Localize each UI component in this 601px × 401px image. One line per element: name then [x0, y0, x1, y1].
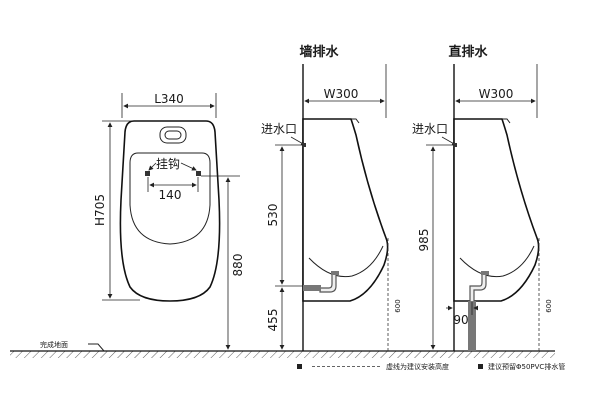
wall-drain-pipe	[303, 285, 321, 291]
floor-height-label: 985	[417, 229, 431, 252]
ground: 完成地面	[10, 340, 555, 358]
ground-label: 完成地面	[40, 340, 68, 349]
floor-offset-label: 90	[453, 313, 468, 327]
front-height-label: H705	[93, 194, 107, 226]
hook-right	[196, 171, 201, 176]
floor-inlet-label: 进水口	[412, 122, 448, 136]
front-view: L340 H705 挂钩 140 880	[93, 92, 245, 350]
floor-urinal-body	[453, 118, 540, 302]
floor-drain-view: 直排水 W300 进水口 985 90 600	[412, 44, 553, 351]
floor-drain-title: 直排水	[448, 44, 488, 60]
wall-urinal-body	[302, 118, 389, 302]
wall-lower-label: 455	[266, 309, 280, 332]
floor-side-label: 600	[545, 299, 553, 312]
urinal-front-body	[119, 120, 221, 302]
sensor-window	[159, 126, 187, 144]
front-width-label: L340	[154, 92, 184, 106]
legend-square-note: 建议预留Φ50PVC排水管	[488, 362, 565, 371]
urinal-front-bowl	[129, 152, 211, 245]
hook-left	[145, 171, 150, 176]
mount-height-label: 880	[231, 254, 245, 277]
wall-side-label: 600	[394, 299, 402, 312]
floor-width-label: W300	[479, 87, 514, 101]
legend: 虚线为建议安装高度 建议预留Φ50PVC排水管	[297, 362, 565, 371]
legend-square-icon-2	[478, 364, 483, 369]
floor-drain-pipe	[468, 301, 476, 351]
wall-upper-label: 530	[266, 204, 280, 227]
wall-width-label: W300	[324, 87, 359, 101]
wall-inlet-label: 进水口	[261, 122, 297, 136]
legend-dashed-note: 虚线为建议安装高度	[386, 362, 449, 371]
wall-drain-title: 墙排水	[299, 44, 339, 60]
legend-square-icon	[297, 364, 302, 369]
wall-drain-view: 墙排水 W300 进水口 530 455 600	[261, 44, 402, 351]
hook-label: 挂钩	[156, 157, 180, 171]
hook-span-label: 140	[159, 188, 182, 202]
